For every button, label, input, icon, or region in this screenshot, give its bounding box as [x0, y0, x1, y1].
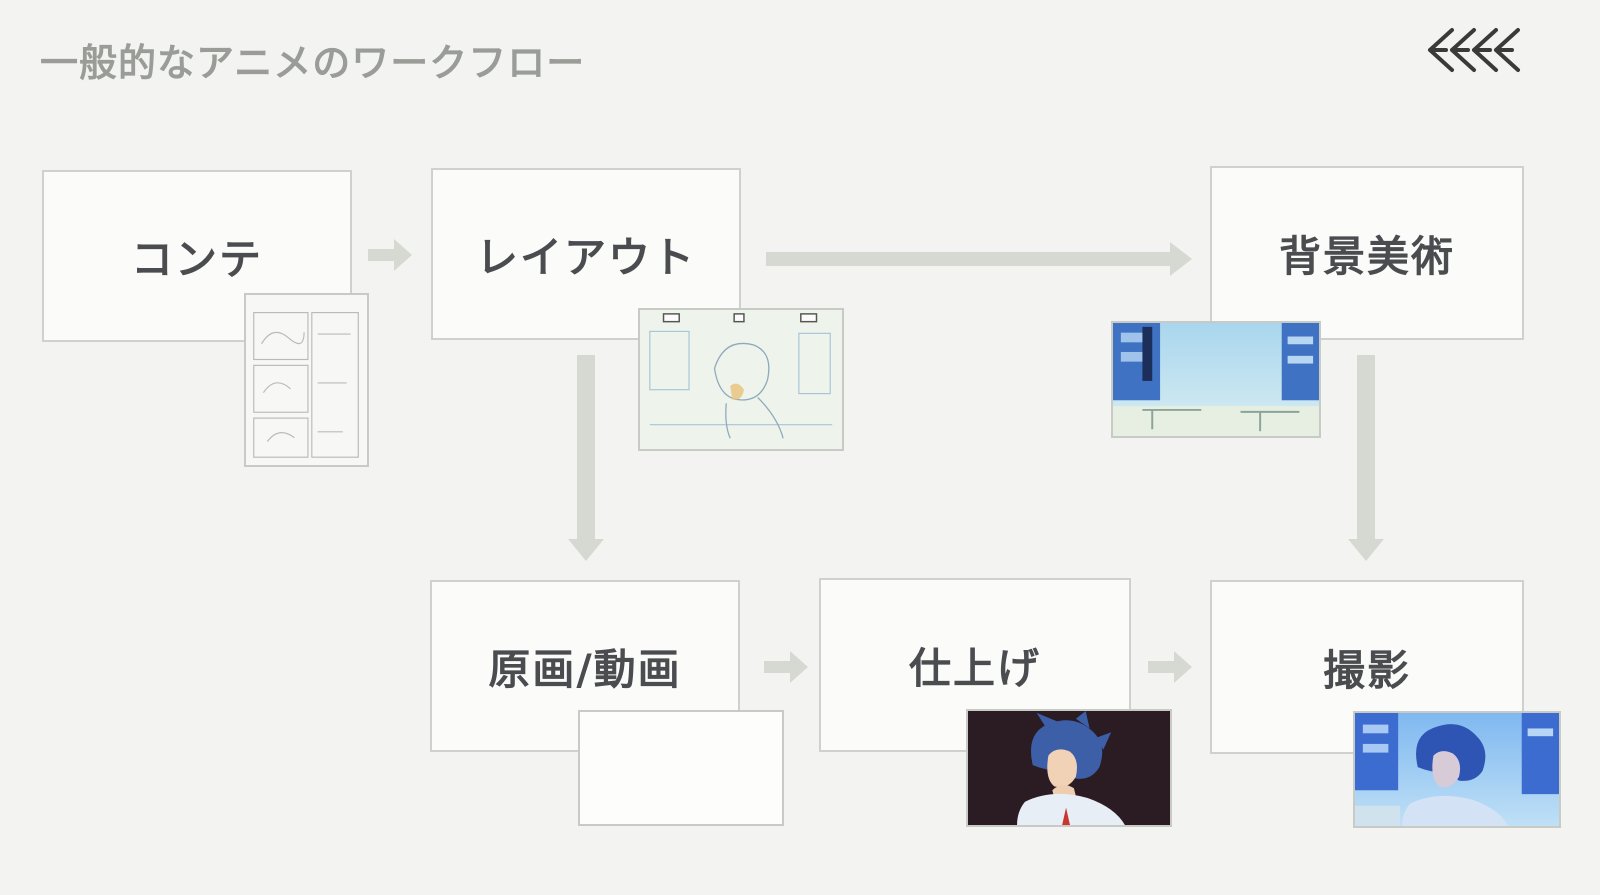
arrow-conte-to-layout	[368, 239, 412, 271]
genga-douga-thumbnail	[578, 710, 784, 826]
arrow-genga-to-shiage	[764, 651, 808, 683]
step-label-genga: 原画/動画	[488, 644, 682, 694]
ffff-logo-icon	[1428, 28, 1520, 72]
step-conte: コンテ	[42, 170, 352, 342]
step-label-layout: レイアウト	[475, 232, 696, 282]
step-label-background: 背景美術	[1278, 231, 1455, 281]
satsuei-thumbnail	[1353, 711, 1561, 828]
layout-thumbnail	[638, 308, 844, 451]
step-background: 背景美術	[1210, 166, 1524, 340]
slide-title: 一般的なアニメのワークフロー	[40, 41, 586, 85]
step-label-shiage: 仕上げ	[908, 643, 1041, 693]
arrow-layout-to-background	[766, 242, 1192, 276]
step-label-satsuei: 撮影	[1322, 645, 1411, 695]
arrow-background-to-satsuei	[1348, 355, 1384, 561]
storyboard-thumbnail	[244, 293, 369, 467]
background-art-thumbnail	[1111, 321, 1321, 438]
shiage-thumbnail	[966, 709, 1172, 827]
step-label-conte: コンテ	[130, 234, 263, 284]
arrow-shiage-to-satsuei	[1148, 651, 1192, 683]
arrow-layout-to-genga	[568, 355, 604, 561]
